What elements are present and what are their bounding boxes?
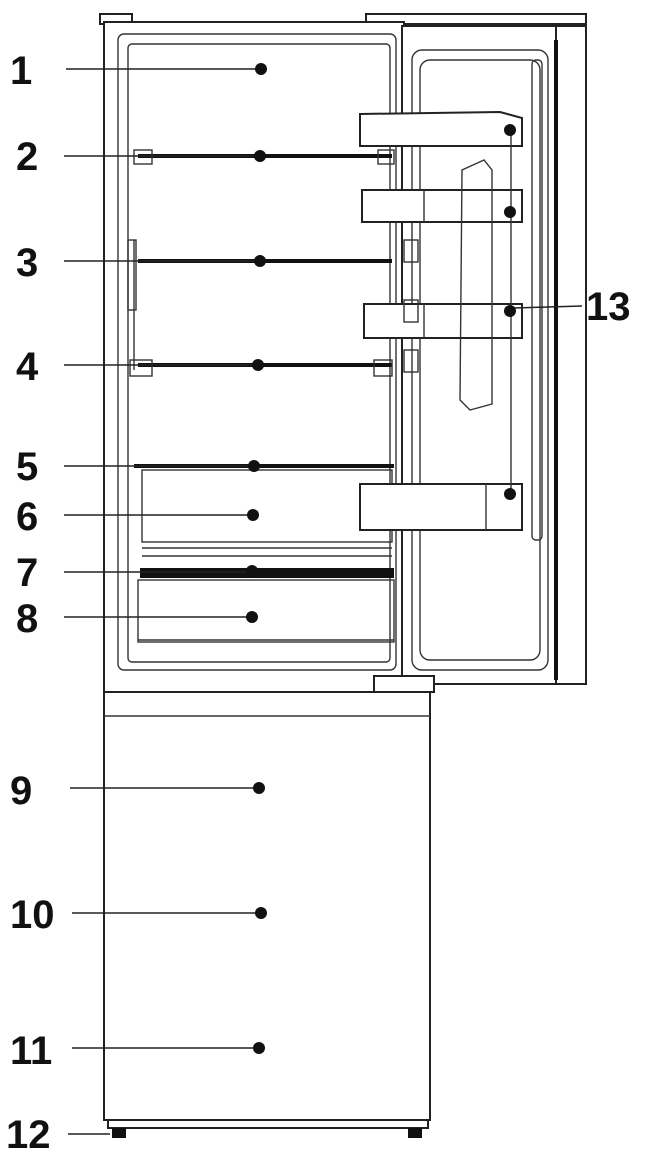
fridge-liner — [117, 33, 397, 671]
callout-13: 13 — [504, 124, 631, 500]
callout-2: 2 — [16, 135, 266, 179]
leader-dot-7 — [246, 565, 258, 577]
foot-right — [408, 1128, 422, 1138]
door-balcony-2 — [361, 189, 523, 223]
leader-dot-11 — [253, 1042, 265, 1054]
callout-number-12: 12 — [6, 1113, 51, 1154]
callout-number-7: 7 — [16, 551, 38, 595]
callout-8: 8 — [16, 597, 258, 641]
callout-number-9: 9 — [10, 769, 32, 813]
door-clip-1 — [403, 239, 419, 263]
shelf-bracket-2l — [133, 149, 153, 165]
callout-number-8: 8 — [16, 597, 38, 641]
door-balcony-top — [359, 110, 523, 147]
shelf-bracket-2r — [377, 149, 395, 165]
callout-9: 9 — [10, 769, 265, 813]
leader-dot-4 — [252, 359, 264, 371]
door-balcony-bottom — [359, 483, 523, 531]
callout-3: 3 — [16, 241, 266, 285]
callout-5: 5 — [16, 445, 260, 489]
leader-line-13 — [513, 305, 583, 309]
callout-number-2: 2 — [16, 135, 38, 179]
crisper-drawer-8 — [137, 579, 395, 643]
fridge-inner-wall — [127, 43, 391, 663]
shelf-bracket-4l — [129, 359, 153, 377]
callout-4: 4 — [16, 345, 264, 389]
leader-dot-1 — [255, 63, 267, 75]
door-clip-2 — [403, 299, 419, 323]
fridge-compartment — [99, 13, 587, 693]
leader-dot-2 — [254, 150, 266, 162]
callout-number-11: 11 — [10, 1029, 52, 1073]
shelf-support-left — [127, 239, 137, 311]
leader-dot-13c — [504, 305, 516, 317]
leader-dot-8 — [246, 611, 258, 623]
egg-tray — [459, 159, 493, 411]
door-rail — [531, 59, 543, 541]
top-hinge-right — [365, 13, 587, 25]
callout-number-1: 1 — [10, 49, 32, 93]
leader-dot-3 — [254, 255, 266, 267]
door-clip-3 — [403, 349, 419, 373]
callout-number-5: 5 — [16, 445, 38, 489]
callout-number-4: 4 — [16, 345, 39, 389]
foot-left — [112, 1128, 126, 1138]
leader-dot-13a — [504, 124, 516, 136]
leader-dot-10 — [255, 907, 267, 919]
door-edge — [555, 25, 587, 685]
callout-number-10: 10 — [10, 893, 55, 937]
leader-dot-13d — [504, 488, 516, 500]
leader-dot-9 — [253, 782, 265, 794]
callout-6: 6 — [16, 495, 259, 539]
plinth — [107, 1119, 429, 1129]
door-balcony-3 — [363, 303, 523, 339]
callout-10: 10 — [10, 893, 267, 937]
callout-12: 12 — [6, 1113, 110, 1154]
middle-hinge — [373, 675, 435, 693]
shelf-bracket-4r — [373, 359, 393, 377]
callout-number-6: 6 — [16, 495, 38, 539]
door-inner-liner — [411, 49, 549, 671]
leader-dot-5 — [248, 460, 260, 472]
callout-7: 7 — [16, 551, 258, 595]
door-inner-panel — [419, 59, 541, 661]
callout-11: 11 — [10, 1029, 265, 1073]
freezer-compartment — [103, 691, 431, 1138]
callout-number-13: 13 — [586, 285, 631, 329]
callout-number-3: 3 — [16, 241, 38, 285]
leader-dot-6 — [247, 509, 259, 521]
chiller-cover-7 — [140, 568, 394, 578]
leader-dot-13b — [504, 206, 516, 218]
callout-1: 1 — [10, 49, 267, 93]
freezer-cabinet — [103, 691, 431, 1121]
